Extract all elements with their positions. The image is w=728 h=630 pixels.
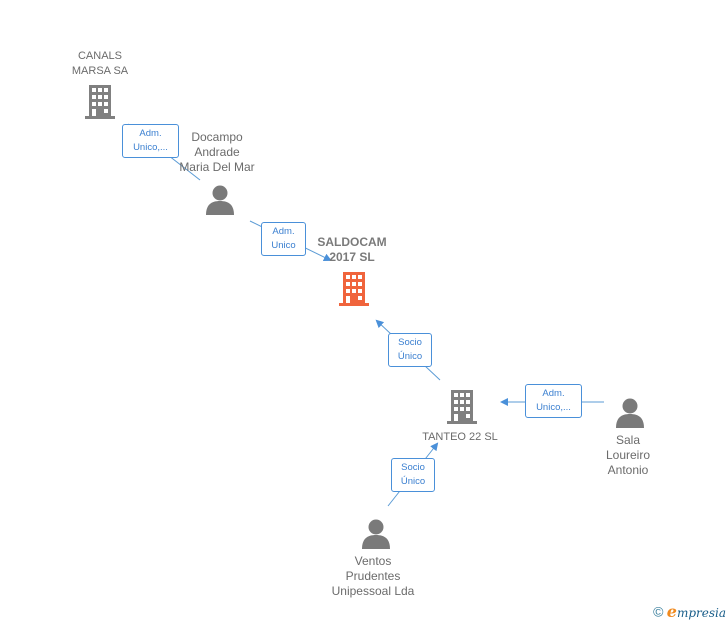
node-label-ventos[interactable]: Ventos Prudentes Unipessoal Lda: [318, 554, 428, 599]
node-label-docampo[interactable]: Docampo Andrade Maria Del Mar: [167, 130, 267, 175]
building-icon[interactable]: [339, 272, 369, 306]
edge-label-line: Único: [400, 476, 426, 487]
node-label-line: Loureiro: [605, 448, 651, 462]
edge-label-ventos-tanteo[interactable]: Socio Único: [391, 458, 435, 492]
edge-label-line: Unico,...: [133, 142, 168, 153]
node-label-line: Sala: [615, 433, 641, 447]
node-label-line: TANTEO 22 SL: [422, 431, 498, 443]
person-icon[interactable]: [616, 398, 644, 429]
node-label-sala[interactable]: Sala Loureiro Antonio: [588, 433, 668, 478]
building-icon[interactable]: [85, 85, 115, 119]
edge-label-line: Unico: [271, 240, 296, 251]
edge-label-line: Adm.: [139, 128, 162, 139]
node-label-canals-marsa[interactable]: CANALS MARSA SA: [60, 49, 140, 79]
edge-label-line: Socio: [398, 337, 422, 348]
person-icon[interactable]: [362, 519, 390, 550]
edge-label-tanteo-saldocam[interactable]: Socio Único: [388, 333, 432, 367]
node-label-line: Ventos: [354, 554, 392, 568]
copyright-symbol: ©: [653, 603, 664, 620]
edge-label-line: Adm.: [542, 388, 565, 399]
edge-label-sala-tanteo[interactable]: Adm. Unico,...: [525, 384, 582, 418]
empresia-logo[interactable]: © empresia: [653, 602, 726, 622]
node-label-line: MARSA SA: [71, 65, 129, 77]
node-label-line: CANALS: [77, 50, 123, 62]
brand-name: empresia: [667, 602, 726, 621]
node-label-line: Antonio: [607, 463, 649, 477]
edge-label-line: Único: [397, 351, 423, 362]
edge-label-docampo-saldocam[interactable]: Adm. Unico: [261, 222, 306, 256]
person-icon[interactable]: [206, 185, 234, 216]
building-icon[interactable]: [447, 390, 477, 424]
node-label-line: Andrade: [194, 145, 240, 159]
node-label-saldocam[interactable]: SALDOCAM 2017 SL: [302, 235, 402, 265]
node-label-line: Unipessoal Lda: [331, 584, 415, 598]
node-label-line: Maria Del Mar: [179, 160, 255, 174]
edge-label-line: Adm.: [272, 226, 295, 237]
node-label-line: SALDOCAM: [317, 235, 387, 249]
brand-rest: mpresia: [676, 606, 726, 620]
node-label-line: Prudentes: [345, 569, 401, 583]
node-label-tanteo[interactable]: TANTEO 22 SL: [405, 430, 515, 445]
edge-label-canals-docampo[interactable]: Adm. Unico,...: [122, 124, 179, 158]
brand-initial: e: [666, 602, 677, 621]
edge-label-line: Socio: [401, 462, 425, 473]
node-label-line: 2017 SL: [329, 250, 375, 264]
node-label-line: Docampo: [191, 130, 243, 144]
edge-label-line: Unico,...: [536, 402, 571, 413]
